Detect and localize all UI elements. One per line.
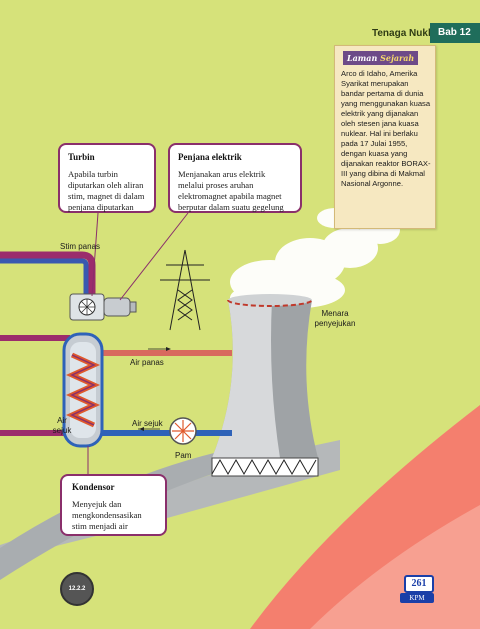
label-air-sejuk-left: Air sejuk <box>52 416 72 435</box>
callout-penjana: Penjana elektrik Menjanakan arus elektri… <box>168 143 302 213</box>
callout-turbin-desc: Apabila turbin diputarkan oleh aliran st… <box>68 169 145 212</box>
callout-kondensor-title: Kondensor <box>72 482 115 492</box>
label-stim-panas: Stim panas <box>60 242 101 251</box>
note-heading-part-1: Laman <box>347 53 378 63</box>
pump <box>169 417 197 445</box>
background-gray-road <box>0 445 260 580</box>
learning-standard-code: 12.2.2 <box>60 572 94 606</box>
callout-penjana-title: Penjana elektrik <box>178 152 242 162</box>
page-number: 261 <box>404 575 434 593</box>
callout-kondensor-desc: Menyejuk dan mengkondensasikan stim menj… <box>72 499 142 531</box>
turbin-pointer <box>91 212 99 297</box>
transmission-tower <box>160 249 210 331</box>
label-pam: Pam <box>175 451 192 460</box>
callout-turbin: Turbin Apabila turbin diputarkan oleh al… <box>58 143 156 213</box>
chapter-title: Tenaga Nuklear <box>372 28 446 39</box>
history-note-heading: Laman Sejarah <box>343 51 419 65</box>
hot-steam-pipe <box>0 251 96 300</box>
history-note-text: Arco di Idaho, Amerika Syarikat merupaka… <box>341 69 431 188</box>
generator <box>103 297 137 317</box>
publisher-logo: KPM <box>400 593 434 603</box>
label-air-sejuk: Air sejuk <box>132 419 163 428</box>
callout-turbin-title: Turbin <box>68 152 95 162</box>
chapter-badge: Bab 12 <box>430 23 480 43</box>
penjana-pointer <box>119 212 189 301</box>
label-menara: Menara penyejukan <box>314 309 356 328</box>
note-heading-part-2: Sejarah <box>380 53 415 63</box>
background-pink-curve <box>310 505 480 629</box>
callout-penjana-desc: Menjanakan arus elektrik melalui proses … <box>178 169 284 212</box>
history-note: Laman Sejarah Arco di Idaho, Amerika Sya… <box>334 45 436 229</box>
cooling-tower <box>211 294 319 477</box>
turbine <box>69 293 105 321</box>
callout-kondensor: Kondensor Menyejuk dan mengkondensasikan… <box>60 474 167 536</box>
label-air-panas: Air panas <box>130 358 164 367</box>
condenser <box>62 332 104 448</box>
